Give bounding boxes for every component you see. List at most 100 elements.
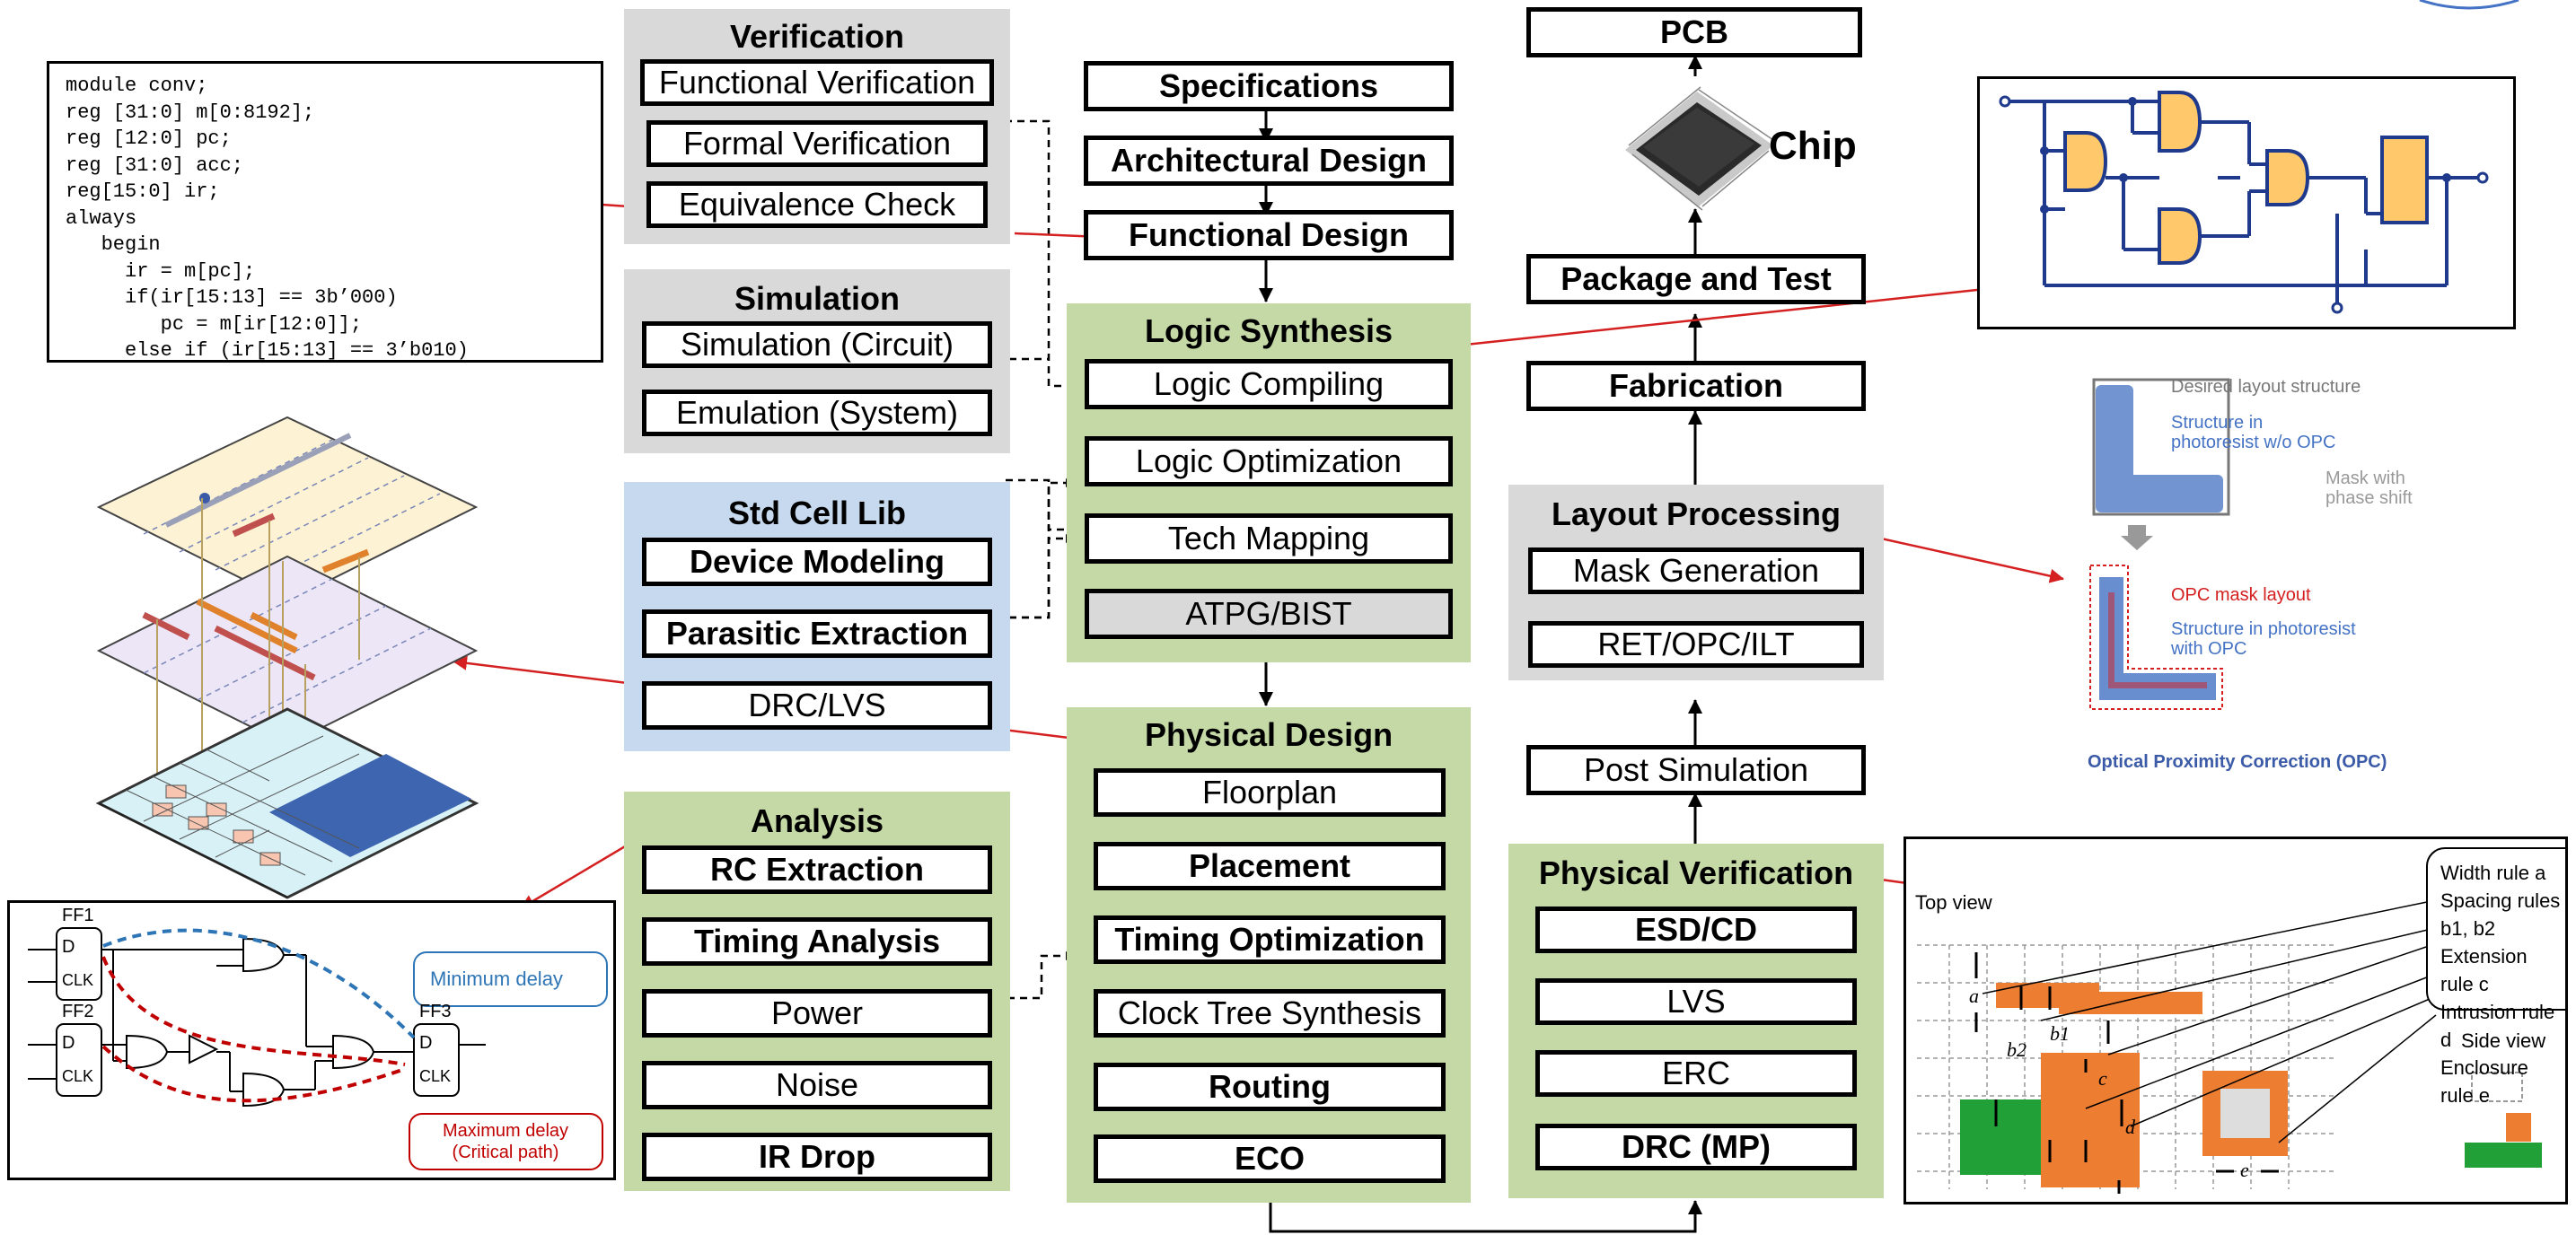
physical-verification-title: Physical Verification <box>1538 854 1854 891</box>
noise-box: Noise <box>642 1061 992 1109</box>
simulation-circuit-box: Simulation (Circuit) <box>642 321 992 368</box>
timing-analysis-box: Timing Analysis <box>642 917 992 966</box>
ff2-clk-label: CLK <box>62 1067 94 1085</box>
code-line: begin <box>66 233 161 256</box>
extension-rule-label: Extension rule c <box>2440 945 2528 995</box>
code-line: reg[15:0] ir; <box>66 180 220 203</box>
drc-label-a: a <box>1969 985 1979 1007</box>
ff3-d-label: D <box>419 1033 433 1053</box>
timing-optimization-box: Timing Optimization <box>1094 915 1446 964</box>
code-line: reg [31:0] acc; <box>66 153 244 177</box>
package-and-test-box: Package and Test <box>1526 254 1866 304</box>
emulation-system-box: Emulation (System) <box>642 390 992 436</box>
opc-mask-layout-label: OPC mask layout <box>2171 585 2311 605</box>
drc-rules-list: Width rule a Spacing rules b1, b2 Extens… <box>2440 859 2565 1109</box>
parasitic-extraction-box: Parasitic Extraction <box>642 609 992 658</box>
architectural-design-box: Architectural Design <box>1084 136 1454 186</box>
atpg-bist-box: ATPG/BIST <box>1085 589 1453 639</box>
maximum-delay-label: Maximum delay (Critical path) <box>442 1121 569 1162</box>
ret-opc-ilt-box: RET/OPC/ILT <box>1528 621 1864 668</box>
code-line: reg [31:0] m[0:8192]; <box>66 101 315 124</box>
timing-diagram-panel: FF1 FF2 FF3 D CLK D CLK D CLK Minimum de… <box>7 900 616 1180</box>
spacing-rules-label: Spacing rules b1, b2 <box>2440 889 2561 940</box>
opc-mask-phase-label: Mask with phase shift <box>2325 469 2413 508</box>
physical-design-title: Physical Design <box>1144 716 1394 753</box>
logic-synthesis-panel: Logic Synthesis Logic Compiling Logic Op… <box>1067 303 1471 662</box>
esd-cd-box: ESD/CD <box>1535 907 1857 953</box>
analysis-title: Analysis <box>750 802 884 839</box>
physical-design-panel: Physical Design Floorplan Placement Timi… <box>1067 707 1471 1203</box>
equivalence-check-box: Equivalence Check <box>646 181 988 228</box>
ff3-clk-label: CLK <box>419 1067 452 1085</box>
post-simulation-box: Post Simulation <box>1526 745 1866 795</box>
functional-verification-box: Functional Verification <box>640 59 994 106</box>
opc-structure-no-opc-label: Structure in photoresist w/o OPC <box>2171 413 2336 452</box>
formal-verification-box: Formal Verification <box>646 120 988 167</box>
analysis-panel: Analysis RC Extraction Timing Analysis P… <box>624 792 1010 1191</box>
opc-desired-layout-label: Desired layout structure <box>2171 377 2361 397</box>
logic-compiling-box: Logic Compiling <box>1085 359 1453 409</box>
verilog-code-block: module conv;reg [31:0] m[0:8192];reg [12… <box>47 61 603 363</box>
minimum-delay-label: Minimum delay <box>430 968 563 990</box>
functional-design-box: Functional Design <box>1084 210 1454 260</box>
ff3-label: FF3 <box>419 1002 452 1021</box>
erc-box: ERC <box>1535 1050 1857 1097</box>
enclosure-rule-label: Enclosure rule e <box>2440 1056 2528 1107</box>
ff2-label: FF2 <box>62 1002 94 1021</box>
ff1-label: FF1 <box>62 906 94 925</box>
specifications-box: Specifications <box>1084 61 1454 111</box>
placement-box: Placement <box>1094 842 1446 890</box>
ff1-d-label: D <box>62 937 75 957</box>
pcb-box: PCB <box>1526 7 1862 57</box>
ff1-clk-label: CLK <box>62 971 94 989</box>
std-cell-lib-title: Std Cell Lib <box>728 495 906 531</box>
verification-panel: Verification Functional Verification For… <box>624 9 1010 244</box>
logic-circuit-panel <box>1977 76 2516 329</box>
fabrication-box: Fabrication <box>1526 361 1866 411</box>
power-box: Power <box>642 989 992 1038</box>
code-line: always <box>66 206 137 230</box>
opc-caption: Optical Proximity Correction (OPC) <box>2088 752 2387 772</box>
logic-synthesis-title: Logic Synthesis <box>1144 312 1394 349</box>
chip-label: Chip <box>1769 124 1857 168</box>
code-line: if(ir[15:13] == 3b’000) <box>66 286 398 309</box>
tech-mapping-box: Tech Mapping <box>1085 513 1453 564</box>
drc-rules-illustration <box>1917 847 2576 1194</box>
drc-label-e: e <box>2240 1159 2249 1181</box>
verification-title: Verification <box>729 18 905 55</box>
width-rule-label: Width rule a <box>2440 862 2546 884</box>
layout-processing-panel: Layout Processing Mask Generation RET/OP… <box>1508 485 1884 680</box>
intrusion-rule-label: Intrusion rule d <box>2440 1001 2555 1051</box>
std-cell-lib-panel: Std Cell Lib Device Modeling Parasitic E… <box>624 482 1010 751</box>
ff2-d-label: D <box>62 1033 75 1053</box>
simulation-title: Simulation <box>734 280 900 317</box>
mask-generation-box: Mask Generation <box>1528 547 1864 594</box>
floorplan-box: Floorplan <box>1094 768 1446 817</box>
logic-optimization-box: Logic Optimization <box>1085 436 1453 486</box>
drc-label-b1: b1 <box>2050 1022 2070 1045</box>
drc-label-c: c <box>2098 1067 2107 1090</box>
timing-paths-illustration <box>28 927 608 1170</box>
code-line: module conv; <box>66 74 208 97</box>
rc-extraction-box: RC Extraction <box>642 845 992 894</box>
corner-decoration <box>2419 0 2519 10</box>
code-line: ir = m[pc]; <box>66 259 256 283</box>
chip-layout-3d-illustration <box>95 416 479 899</box>
layout-processing-title: Layout Processing <box>1551 495 1842 532</box>
drc-label-d: d <box>2125 1116 2135 1138</box>
code-line: pc = m[ir[12:0]]; <box>66 312 363 336</box>
physical-verification-panel: Physical Verification ESD/CD LVS ERC DRC… <box>1508 844 1884 1198</box>
eco-box: ECO <box>1094 1134 1446 1183</box>
device-modeling-box: Device Modeling <box>642 538 992 586</box>
logic-gates-schematic <box>1999 91 2489 314</box>
code-line: else if (ir[15:13] == 3’b010) <box>66 339 469 362</box>
clock-tree-synthesis-box: Clock Tree Synthesis <box>1094 989 1446 1038</box>
chip-icon <box>1625 86 1777 211</box>
drc-lvs-box: DRC/LVS <box>642 681 992 730</box>
drc-side-view-label: Side view <box>2461 1029 2546 1052</box>
routing-box: Routing <box>1094 1063 1446 1111</box>
drc-top-view-label: Top view <box>1915 891 1992 914</box>
lvs-box: LVS <box>1535 978 1857 1025</box>
drc-rules-panel: Top view Side view Width rule a Spacing … <box>1903 836 2576 1204</box>
simulation-panel: Simulation Simulation (Circuit) Emulatio… <box>624 269 1010 453</box>
